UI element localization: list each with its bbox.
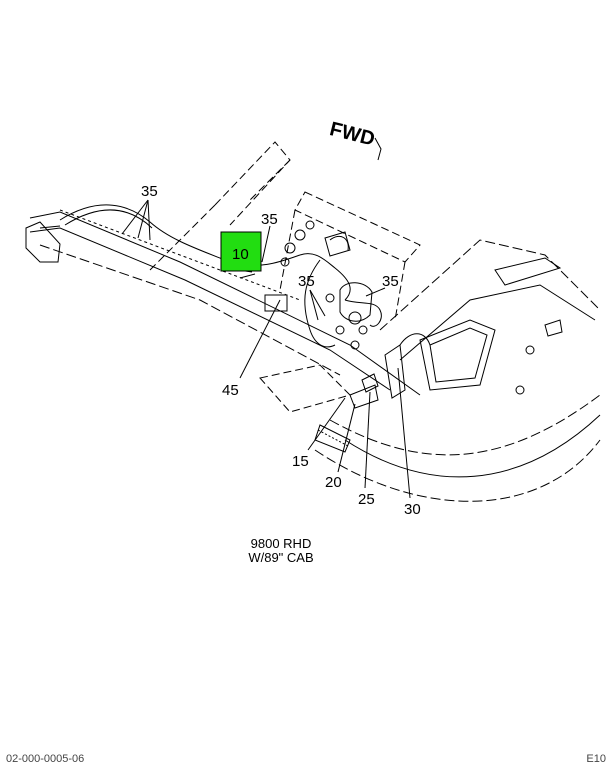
callout-15[interactable]: 15 [292, 453, 309, 470]
callout-35-harness-mid[interactable]: 35 [261, 211, 278, 228]
callout-10[interactable]: 10 [232, 246, 249, 263]
footer-drawing-number: 02-000-0005-06 [6, 753, 85, 765]
footer-page-code: E10 [586, 753, 606, 765]
callout-20[interactable]: 20 [325, 474, 342, 491]
callout-35-harness-center[interactable]: 35 [298, 273, 315, 290]
callout-35-harness-right[interactable]: 35 [382, 273, 399, 290]
caption-model: 9800 RHD [250, 536, 312, 551]
callout-35-harness-left[interactable]: 35 [141, 183, 158, 200]
callout-45[interactable]: 45 [222, 382, 239, 399]
highlight-box-10[interactable] [220, 231, 262, 272]
caption-cab: W/89" CAB [248, 550, 314, 565]
callout-30[interactable]: 30 [404, 501, 421, 518]
fwd-label: FWD [327, 118, 377, 150]
callout-25[interactable]: 25 [358, 491, 375, 508]
